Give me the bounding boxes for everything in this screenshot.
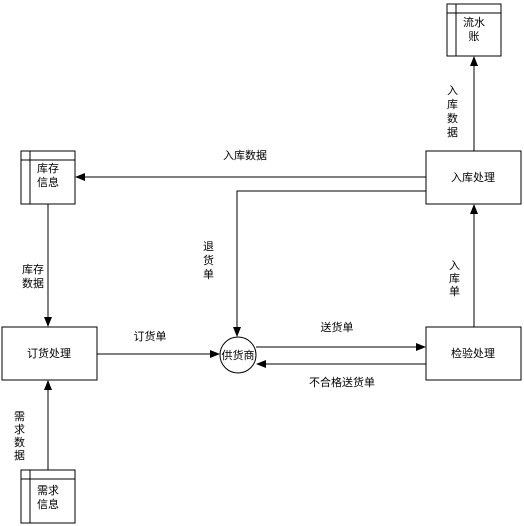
process-jianyan-label: 检验处理: [451, 346, 495, 360]
edge-label-char: 入: [447, 84, 458, 97]
process-dinghuo[interactable]: 订货处理: [1, 326, 98, 381]
edge-label-char: 据: [14, 448, 25, 462]
edge-label-char: 货: [203, 253, 214, 267]
edge-jianyan-to-ruku-label: 入 库 单: [449, 259, 464, 298]
edge-label-char: 库: [449, 272, 460, 285]
datastore-kucun-line1: 库存: [37, 161, 59, 175]
entity-gonghuoshang-label: 供货商: [222, 348, 255, 362]
edge-label-chars: 数据: [22, 276, 44, 290]
edge-kucun-to-dinghuo-label: 库存 数据: [22, 262, 48, 290]
edge-xuqiu-to-dinghuo: 需 求 数 据: [14, 380, 52, 470]
edge-supplier-to-jianyan: 送货单: [256, 320, 426, 351]
datastore-liushui[interactable]: 流水 账: [446, 3, 502, 57]
edge-jianyan-to-supplier: 不合格送货单: [256, 360, 426, 389]
edge-label-char: 库: [447, 98, 458, 111]
process-ruku[interactable]: 入库处理: [425, 150, 522, 205]
datastore-xuqiu-line1: 需求: [37, 484, 59, 497]
edge-label-chars: 库存: [22, 262, 44, 276]
process-dinghuo-label: 订货处理: [27, 346, 71, 360]
edge-label-char: 单: [449, 285, 460, 298]
edge-ruku-to-liushui-label: 入 库 数 据: [447, 84, 462, 139]
edge-dinghuo-to-supplier: 订货单: [97, 329, 220, 358]
edge-label-char: 数: [447, 112, 458, 125]
datastore-xuqiu[interactable]: 需求 信息: [20, 469, 76, 524]
datastore-kucun[interactable]: 库存 信息: [20, 150, 76, 205]
edge-ruku-to-kucun: 入库数据: [75, 148, 426, 181]
edge-label-char: 数: [14, 436, 25, 449]
edge-ruku-to-supplier-label: 退 货 单: [203, 240, 218, 281]
edge-label-char: 求: [14, 423, 25, 436]
edge-label-char: 据: [447, 125, 458, 139]
datastore-liushui-line2: 账: [469, 30, 480, 43]
edge-xuqiu-to-dinghuo-label: 需 求 数 据: [14, 410, 29, 462]
edge-dinghuo-to-supplier-label: 订货单: [134, 329, 167, 343]
process-jianyan[interactable]: 检验处理: [425, 326, 522, 381]
edge-label-char: 单: [203, 268, 214, 281]
edge-kucun-to-dinghuo: 库存 数据: [22, 204, 52, 327]
edge-label-char: 退: [203, 240, 214, 253]
datastore-xuqiu-line2: 信息: [37, 497, 59, 511]
edge-ruku-to-kucun-label: 入库数据: [223, 148, 267, 162]
datastore-liushui-line1: 流水: [463, 15, 485, 29]
edge-ruku-to-liushui: 入 库 数 据: [447, 56, 478, 151]
edge-jianyan-to-supplier-label: 不合格送货单: [309, 375, 375, 389]
entity-gonghuoshang[interactable]: 供货商: [219, 336, 257, 374]
edge-jianyan-to-ruku: 入 库 单: [449, 204, 478, 327]
process-ruku-label: 入库处理: [451, 171, 495, 184]
edge-ruku-to-supplier: 退 货 单: [203, 190, 426, 337]
edge-supplier-to-jianyan-label: 送货单: [321, 320, 354, 334]
edge-label-char: 需: [14, 410, 25, 423]
edge-label-char: 入: [449, 259, 460, 272]
datastore-kucun-line2: 信息: [37, 175, 59, 189]
